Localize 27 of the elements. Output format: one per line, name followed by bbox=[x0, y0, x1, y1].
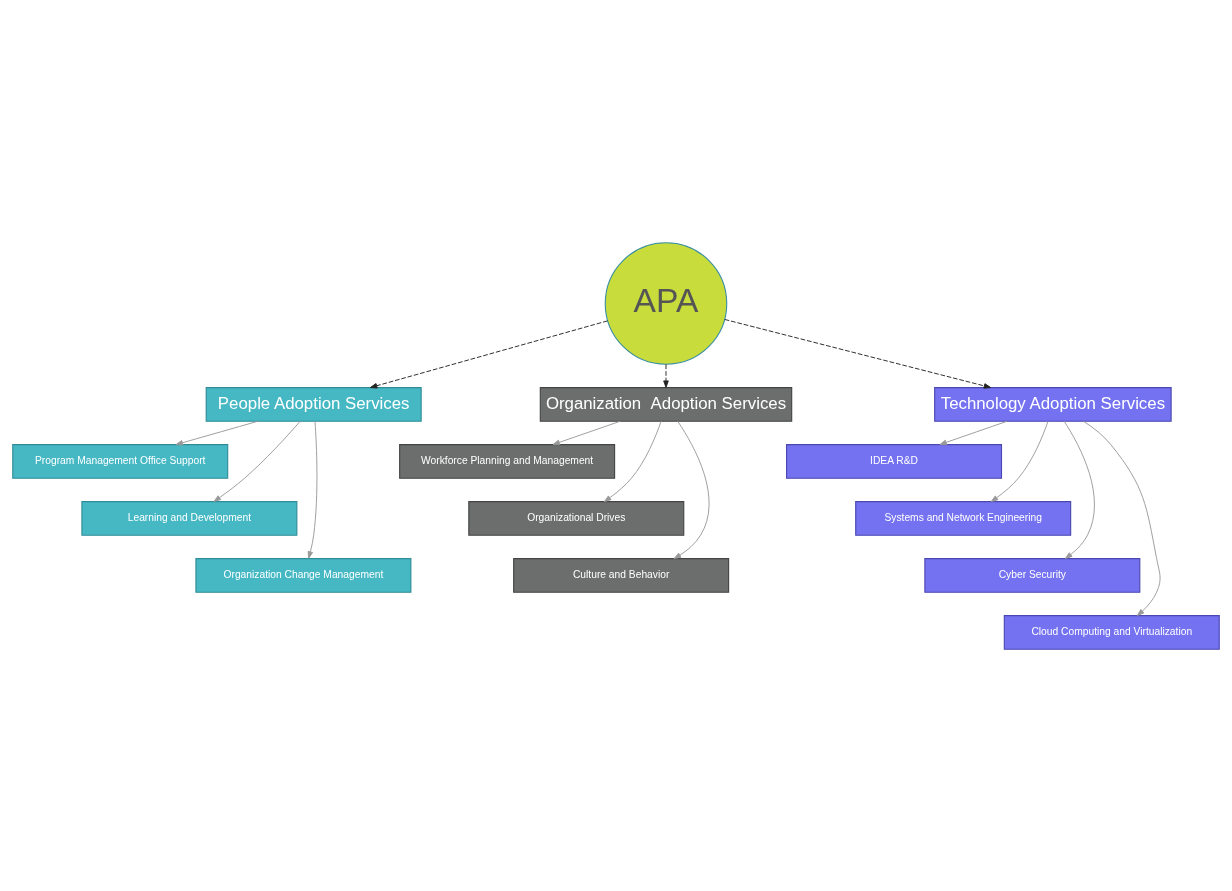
node-box: People Adoption Services bbox=[205, 386, 422, 422]
node-box: Organization Change Management bbox=[195, 557, 412, 593]
node-box: Program Management Office Support bbox=[12, 443, 229, 479]
arrow bbox=[939, 420, 1008, 445]
arrow bbox=[1083, 420, 1161, 616]
node-box: Cloud Computing and Virtualization bbox=[1003, 614, 1220, 650]
node-box: Systems and Network Engineering bbox=[855, 500, 1072, 536]
node-box: Workforce Planning and Management bbox=[399, 443, 616, 479]
arrow bbox=[369, 319, 608, 388]
node-box: Organizational Drives bbox=[468, 500, 685, 536]
node-circle: APA bbox=[604, 241, 728, 365]
arrow bbox=[663, 363, 669, 388]
arrow bbox=[990, 420, 1049, 502]
node-box: Learning and Development bbox=[81, 500, 298, 536]
node-box: Technology Adoption Services bbox=[934, 386, 1172, 422]
arrow bbox=[307, 420, 318, 559]
arrow bbox=[673, 420, 710, 559]
arrow bbox=[213, 420, 301, 502]
node-box: Cyber Security bbox=[924, 557, 1141, 593]
arrow bbox=[1063, 420, 1095, 559]
node-box: IDEA R&D bbox=[786, 443, 1003, 479]
arrow bbox=[175, 420, 259, 445]
arrow bbox=[603, 420, 662, 502]
node-box: Organization Adoption Services bbox=[539, 386, 793, 422]
arrow bbox=[724, 318, 992, 389]
node-box: Culture and Behavior bbox=[513, 557, 730, 593]
arrow bbox=[552, 420, 621, 445]
